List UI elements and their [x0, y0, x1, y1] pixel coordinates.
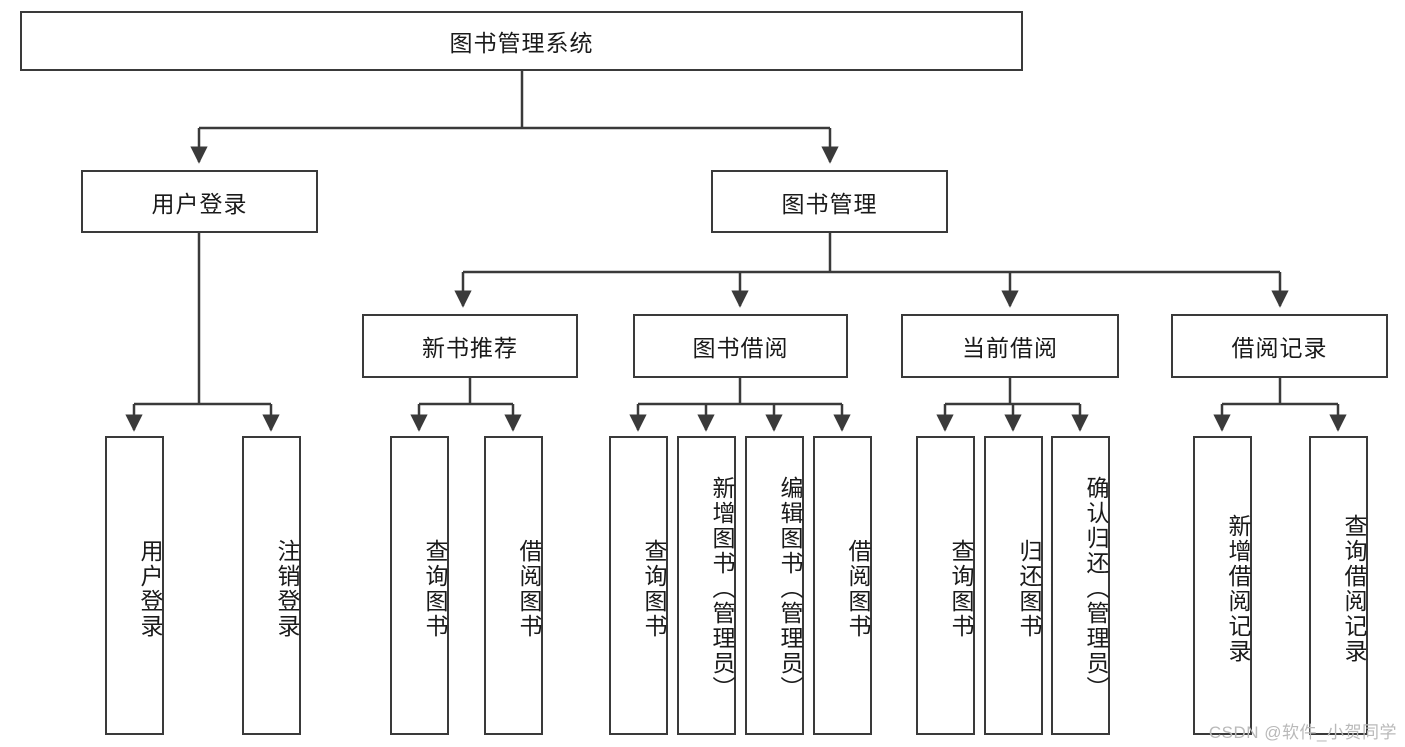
leaf-new-book-query[interactable]: 查询图书 [390, 436, 449, 735]
leaf-current-borrow-confirm-return[interactable]: 确认归还（管理员） [1051, 436, 1110, 735]
leaf-borrow-record-add[interactable]: 新增借阅记录 [1193, 436, 1252, 735]
leaf-user-login-logout[interactable]: 注销登录 [242, 436, 301, 735]
node-current-borrow[interactable]: 当前借阅 [901, 314, 1119, 378]
leaf-label: 查询借阅记录 [1341, 513, 1367, 664]
leaf-label: 查询图书 [641, 538, 667, 639]
node-new-book-recommend[interactable]: 新书推荐 [362, 314, 578, 378]
leaf-borrow-record-query[interactable]: 查询借阅记录 [1309, 436, 1368, 735]
node-borrow-record[interactable]: 借阅记录 [1171, 314, 1388, 378]
leaf-book-borrow-add[interactable]: 新增图书（管理员） [677, 436, 736, 735]
node-book-management[interactable]: 图书管理 [711, 170, 948, 233]
leaf-label: 归还图书 [1016, 538, 1042, 639]
leaf-label: 用户登录 [137, 538, 163, 639]
leaf-book-borrow-query[interactable]: 查询图书 [609, 436, 668, 735]
leaf-label: 确认归还（管理员） [1083, 476, 1109, 701]
leaf-label: 新增图书（管理员） [709, 476, 735, 701]
leaf-label: 借阅图书 [845, 538, 871, 639]
leaf-user-login-login[interactable]: 用户登录 [105, 436, 164, 735]
node-root-system[interactable]: 图书管理系统 [20, 11, 1023, 71]
leaf-label: 查询图书 [948, 538, 974, 639]
leaf-book-borrow-borrow[interactable]: 借阅图书 [813, 436, 872, 735]
leaf-new-book-borrow[interactable]: 借阅图书 [484, 436, 543, 735]
csdn-watermark: CSDN @软件_小贺同学 [1208, 723, 1397, 742]
leaf-label: 借阅图书 [516, 538, 542, 639]
leaf-label: 查询图书 [422, 538, 448, 639]
node-book-borrow[interactable]: 图书借阅 [633, 314, 848, 378]
node-user-login[interactable]: 用户登录 [81, 170, 318, 233]
leaf-book-borrow-edit[interactable]: 编辑图书（管理员） [745, 436, 804, 735]
leaf-label: 编辑图书（管理员） [777, 476, 803, 701]
leaf-label: 新增借阅记录 [1225, 513, 1251, 664]
leaf-current-borrow-query[interactable]: 查询图书 [916, 436, 975, 735]
leaf-current-borrow-return[interactable]: 归还图书 [984, 436, 1043, 735]
leaf-label: 注销登录 [274, 538, 300, 639]
